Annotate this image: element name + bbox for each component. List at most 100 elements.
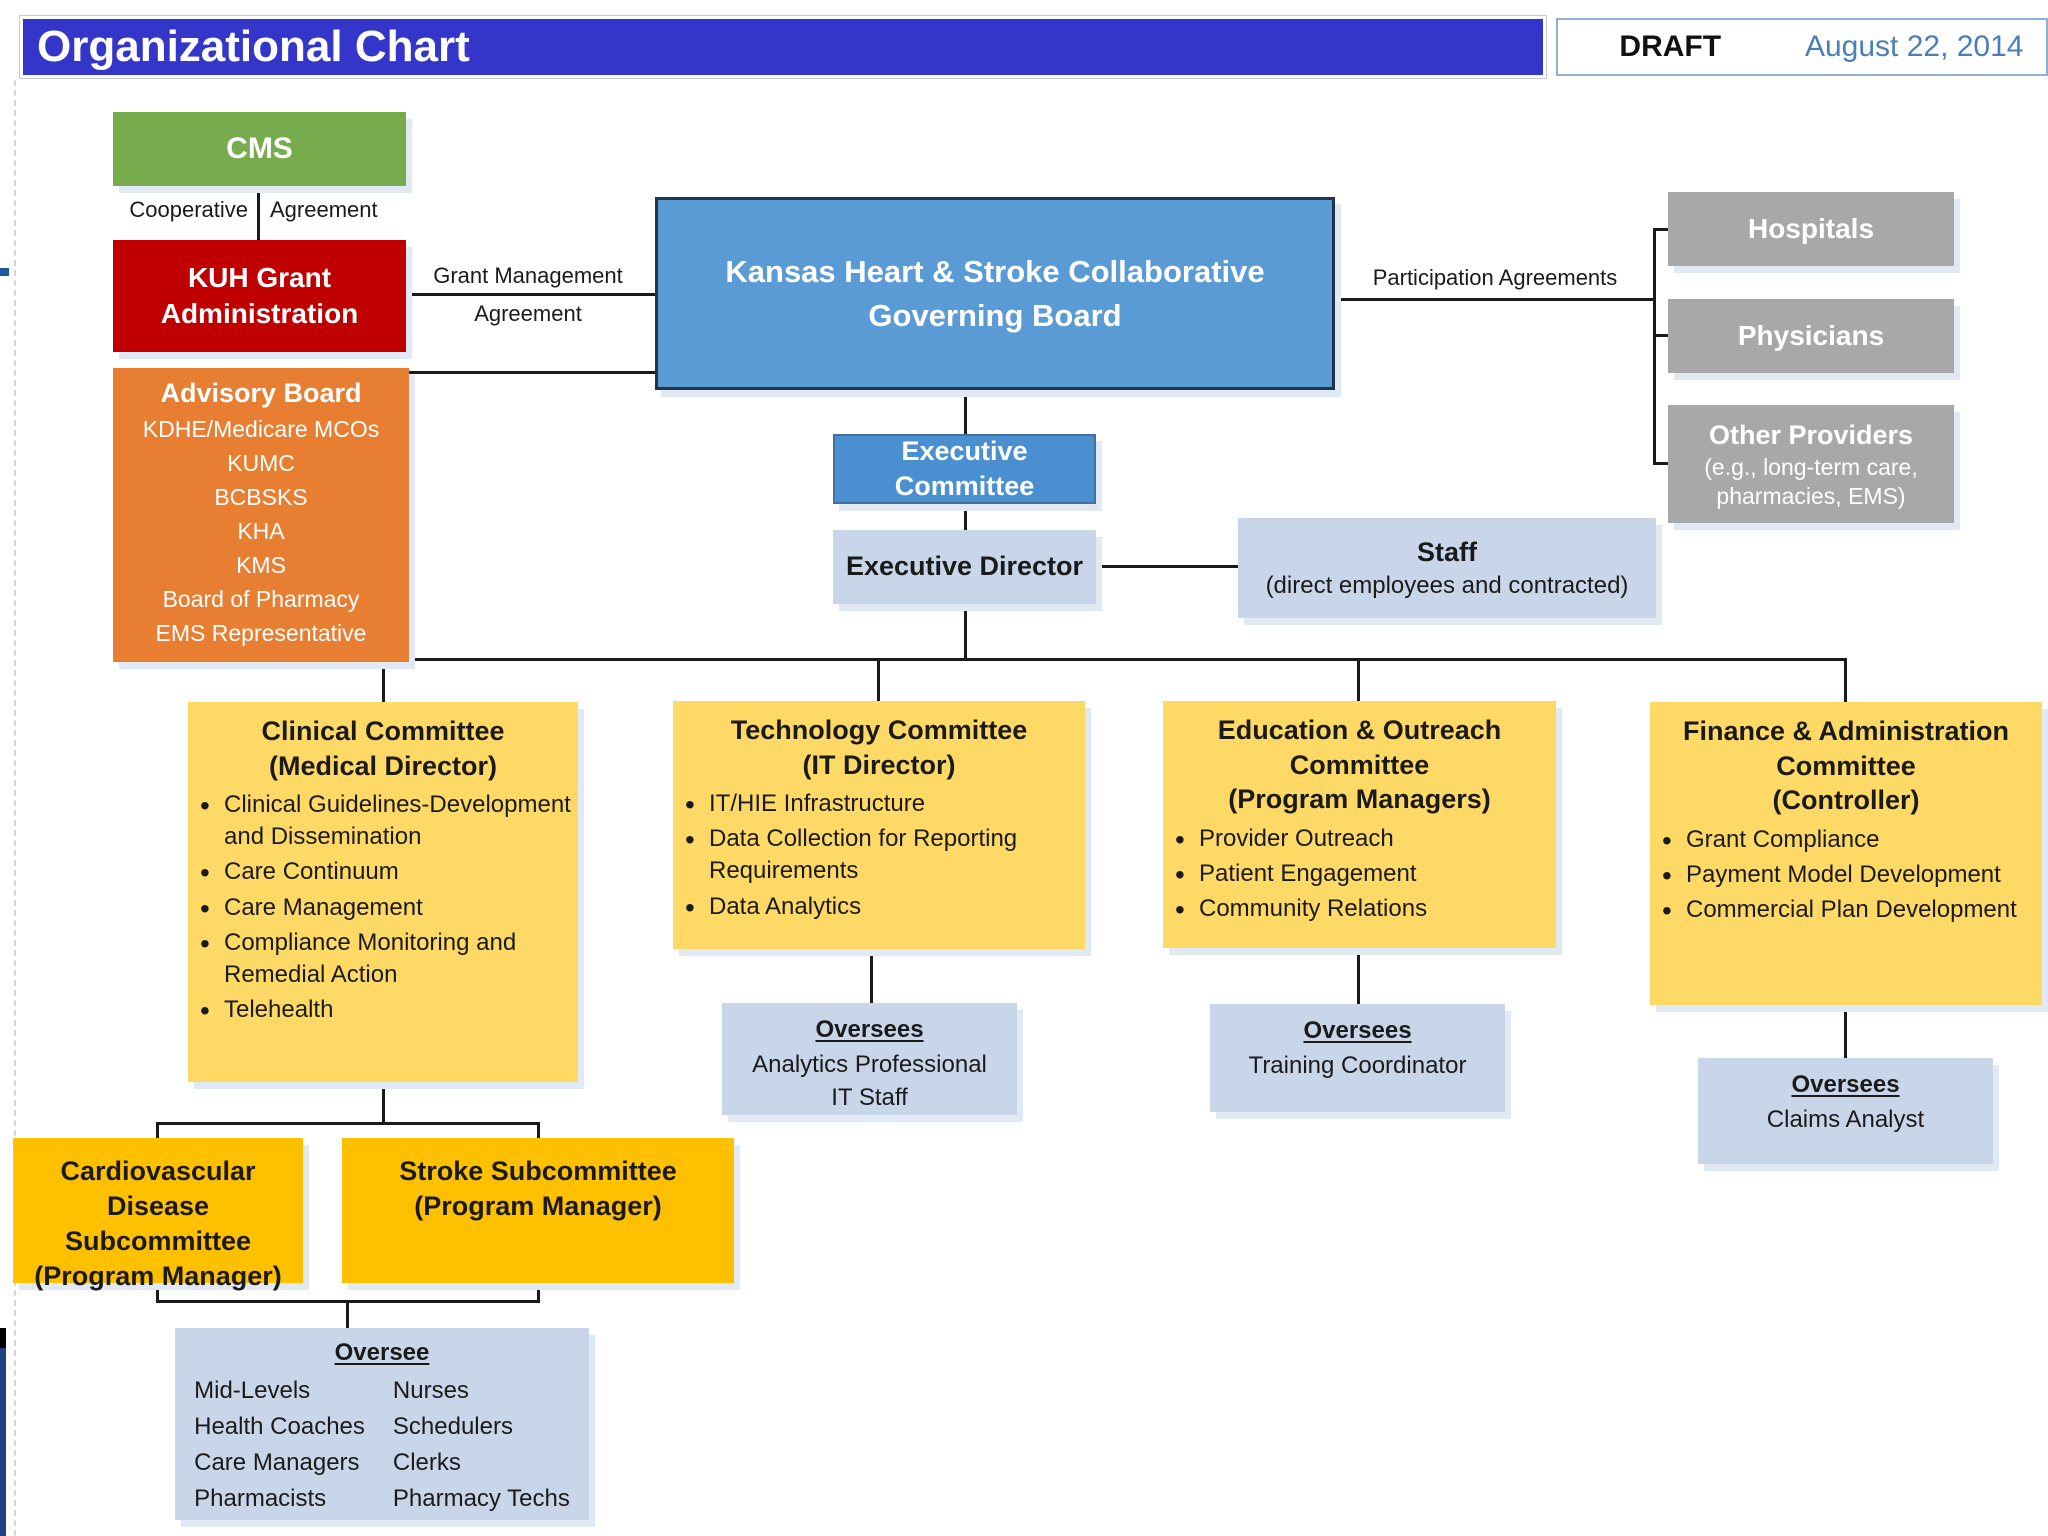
oversee-item: Pharmacy Techs	[392, 1484, 570, 1512]
connector-stroke-bracket-bottom	[537, 1283, 540, 1302]
label-grant-agreement: Agreement	[474, 301, 582, 326]
edge-blue-dash	[0, 268, 9, 276]
hospitals-label: Hospitals	[1747, 212, 1875, 244]
oversees-title: Oversees	[815, 1016, 924, 1043]
title-bar: Organizational Chart	[19, 15, 1547, 79]
draft-date: August 22, 2014	[1804, 30, 2024, 63]
advisory-member: KHA	[237, 518, 285, 544]
oversee-column-2: Nurses Schedulers Clerks Pharmacy Techs	[393, 1373, 570, 1517]
label-grant-management: Grant Management	[433, 263, 623, 288]
other-providers-box: Other Providers (e.g., long-term care, p…	[1668, 405, 1954, 523]
physicians-box: Physicians	[1668, 299, 1954, 373]
governing-board-box: Kansas Heart & Stroke Collaborative Gove…	[655, 197, 1335, 390]
staff-box: Staff (direct employees and contracted)	[1238, 518, 1656, 618]
connector-exec-committee-director	[964, 503, 967, 531]
executive-director-box: Executive Director	[833, 530, 1096, 604]
oversees-item: IT Staff	[831, 1083, 908, 1111]
finance-admin-committee-box: Finance & Administration Committee (Cont…	[1650, 702, 2042, 1005]
oversees-item: Claims Analyst	[1766, 1105, 1925, 1133]
oversee-item: Schedulers	[392, 1412, 513, 1440]
bullet-item: IT/HIE Infrastructure	[673, 786, 1085, 824]
connector-stub-physicians	[1653, 334, 1669, 337]
connector-drop-clinical	[382, 658, 385, 703]
connector-subcommittee-bracket-top	[156, 1122, 540, 1125]
cardiovascular-subcommittee-subtitle: (Program Manager)	[34, 1261, 282, 1292]
bullet-item: Data Analytics	[673, 889, 1085, 927]
education-outreach-committee-box: Education & Outreach Committee (Program …	[1163, 701, 1556, 948]
advisory-member: BCBSKS	[214, 484, 308, 510]
oversees-technology-box: Oversees Analytics Professional IT Staff	[722, 1003, 1017, 1115]
connector-kuh-board	[406, 293, 656, 296]
clinical-committee-box: Clinical Committee (Medical Director) Cl…	[188, 702, 578, 1082]
oversees-item: Analytics Professional	[752, 1050, 987, 1078]
advisory-member: KUMC	[227, 450, 295, 476]
advisory-board-title: Advisory Board	[160, 378, 362, 408]
connector-drop-technology	[877, 658, 880, 703]
bullet-item: Provider Outreach	[1163, 821, 1556, 859]
bullet-item: Commercial Plan Development	[1650, 892, 2042, 930]
stroke-subcommittee-title: Stroke Subcommittee	[399, 1156, 677, 1186]
label-participation-agreements: Participation Agreements	[1372, 265, 1618, 290]
stroke-subcommittee-subtitle: (Program Manager)	[414, 1191, 662, 1222]
governing-board-label: Kansas Heart & Stroke Collaborative Gove…	[725, 254, 1265, 333]
finance-committee-subtitle: (Controller)	[1772, 785, 1920, 816]
staff-title: Staff	[1417, 537, 1477, 568]
oversees-title: Oversees	[1303, 1017, 1412, 1044]
cms-box: CMS	[113, 112, 406, 186]
page-margin-guide	[14, 80, 16, 1536]
oversee-item: Care Managers	[194, 1448, 360, 1476]
connector-stub-hospitals	[1653, 228, 1669, 231]
oversee-item: Health Coaches	[194, 1412, 365, 1440]
draft-label: DRAFT	[1619, 30, 1722, 63]
oversees-education-box: Oversees Training Coordinator	[1210, 1004, 1505, 1112]
bullet-item: Payment Model Development	[1650, 857, 2042, 895]
connector-education-oversees	[1357, 948, 1360, 1005]
oversee-title: Oversee	[334, 1339, 430, 1366]
advisory-member: KDHE/Medicare MCOs	[142, 416, 380, 442]
clinical-committee-title: Clinical Committee	[261, 716, 505, 746]
advisory-member: KMS	[236, 552, 286, 578]
stroke-subcommittee-box: Stroke Subcommittee (Program Manager)	[342, 1138, 734, 1283]
finance-committee-title: Finance & Administration Committee	[1682, 716, 2010, 781]
draft-banner: DRAFT August 22, 2014	[1556, 18, 2048, 76]
connector-bracket-oversee	[346, 1300, 349, 1329]
education-committee-subtitle: (Program Managers)	[1228, 784, 1491, 815]
label-cooperative: Cooperative	[129, 197, 248, 222]
connector-providers-trunk	[1653, 228, 1656, 465]
connector-drop-education	[1357, 658, 1360, 703]
executive-committee-label: Executive Committee	[894, 435, 1035, 501]
connector-bracket-cardio	[156, 1122, 159, 1140]
other-providers-title: Other Providers	[1708, 419, 1914, 450]
edge-black-bar	[0, 1328, 6, 1348]
technology-committee-title: Technology Committee	[730, 715, 1028, 745]
label-agreement: Agreement	[270, 197, 378, 222]
oversee-clinical-box: Oversee Mid-Levels Health Coaches Care M…	[175, 1328, 589, 1520]
cardiovascular-subcommittee-title: Cardiovascular Disease Subcommittee	[60, 1156, 256, 1257]
executive-director-label: Executive Director	[845, 551, 1084, 582]
oversees-item: Training Coordinator	[1248, 1051, 1467, 1079]
advisory-board-box: Advisory Board KDHE/Medicare MCOs KUMC B…	[113, 368, 409, 662]
advisory-member: Board of Pharmacy	[162, 586, 360, 612]
oversee-item: Mid-Levels	[194, 1376, 311, 1404]
oversees-title: Oversees	[1791, 1071, 1900, 1098]
other-providers-subtitle: (e.g., long-term care, pharmacies, EMS)	[1704, 453, 1918, 509]
connector-technology-oversees	[870, 949, 873, 1004]
bullet-item: Patient Engagement	[1163, 856, 1556, 894]
bullet-item: Community Relations	[1163, 891, 1556, 929]
advisory-member: EMS Representative	[155, 620, 367, 646]
oversee-item: Pharmacists	[194, 1484, 327, 1512]
edge-blue-bar	[0, 1348, 6, 1536]
education-committee-title: Education & Outreach Committee	[1217, 715, 1502, 780]
executive-committee-box: Executive Committee	[833, 434, 1096, 504]
oversee-column-1: Mid-Levels Health Coaches Care Managers …	[194, 1373, 365, 1517]
oversee-item: Clerks	[392, 1448, 461, 1476]
technology-committee-box: Technology Committee (IT Director) IT/HI…	[673, 701, 1085, 949]
connector-advisory-board	[409, 371, 656, 374]
hospitals-box: Hospitals	[1668, 192, 1954, 266]
connector-drop-finance	[1844, 658, 1847, 703]
connector-director-trunk	[964, 604, 967, 660]
bullet-item: Data Collection for Reporting Requiremen…	[673, 821, 1085, 887]
oversee-item: Nurses	[392, 1376, 469, 1404]
clinical-committee-subtitle: (Medical Director)	[268, 750, 498, 781]
